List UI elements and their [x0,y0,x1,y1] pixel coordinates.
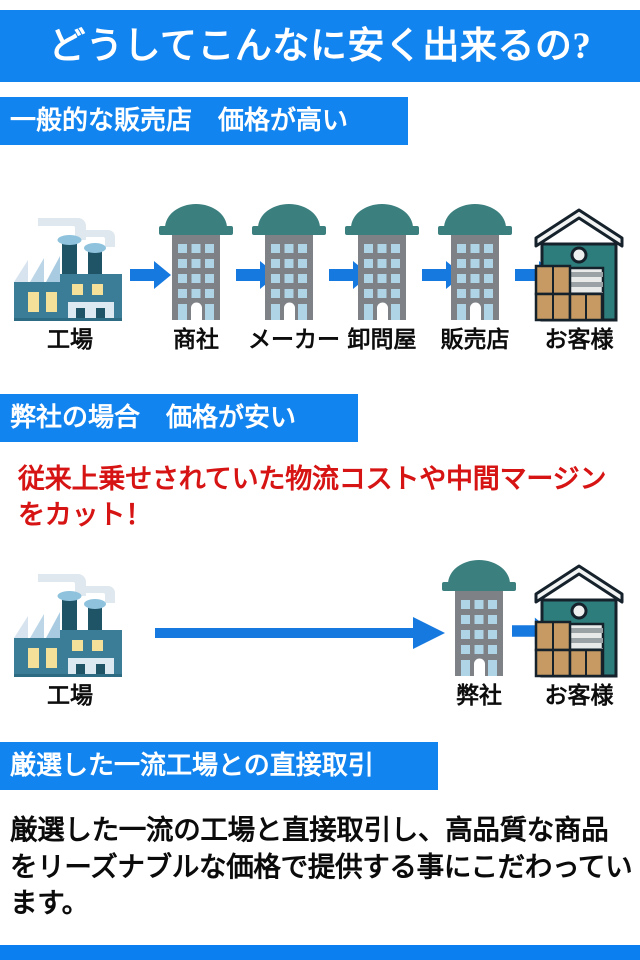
section-header-our-company: 弊社の場合 価格が安い [0,394,358,442]
flow-node-our-company: 弊社 [438,552,520,707]
warehouse-icon [528,196,630,322]
factory-icon [8,196,132,322]
building-icon [438,552,520,678]
flow-node-trading-company: 商社 [155,196,237,351]
flow-node-factory: 工場 [8,196,132,351]
flow-arrow-1 [130,260,172,290]
flow-node-label: 工場 [47,683,93,708]
flow-node-wholesaler: 卸問屋 [341,196,423,351]
flow-node-label: お客様 [544,683,614,708]
flow-node-label: 商社 [173,327,219,352]
flow-node-label: お客様 [544,327,614,352]
building-icon [434,196,516,322]
page-title: どうしてこんなに安く出来るの? [48,25,592,67]
building-icon [248,196,330,322]
flow-node-label: メーカー [248,327,340,352]
flow-node-customer: お客様 [528,196,630,351]
flow-node-label: 弊社 [456,683,502,708]
cost-cut-note: 従来上乗せされていた物流コストや中間マージンをカット！ [18,464,607,530]
bottom-accent-bar [0,945,640,960]
flow-node-label: 販売店 [440,327,510,352]
section-header-typical-retailer: 一般的な販売店 価格が高い [0,97,408,145]
flow-node-customer: お客様 [528,552,630,707]
flow-node-maker: メーカー [248,196,340,352]
flow-node-label: 工場 [47,327,93,352]
flow-arrow-long [155,616,445,650]
section-header-label: 弊社の場合 価格が安い [10,403,297,432]
factory-icon [8,552,132,678]
flow-retail-supply-chain: 工場 [0,196,640,376]
section-header-direct-trade: 厳選した一流工場との直接取引 [0,742,438,790]
page-title-bar: どうしてこんなに安く出来るの? [0,10,640,82]
building-icon [341,196,423,322]
building-icon [155,196,237,322]
flow-node-factory: 工場 [8,552,132,707]
flow-node-retailer: 販売店 [434,196,516,351]
section-header-label: 一般的な販売店 価格が高い [10,106,349,135]
direct-trade-body: 厳選した一流の工場と直接取引し、高品質な商品をリーズナブルな価格で提供する事にこ… [10,814,633,919]
warehouse-icon [528,552,630,678]
flow-direct-supply-chain: 工場 [0,552,640,732]
section-header-label: 厳選した一流工場との直接取引 [10,751,374,780]
flow-node-label: 卸問屋 [347,327,417,352]
